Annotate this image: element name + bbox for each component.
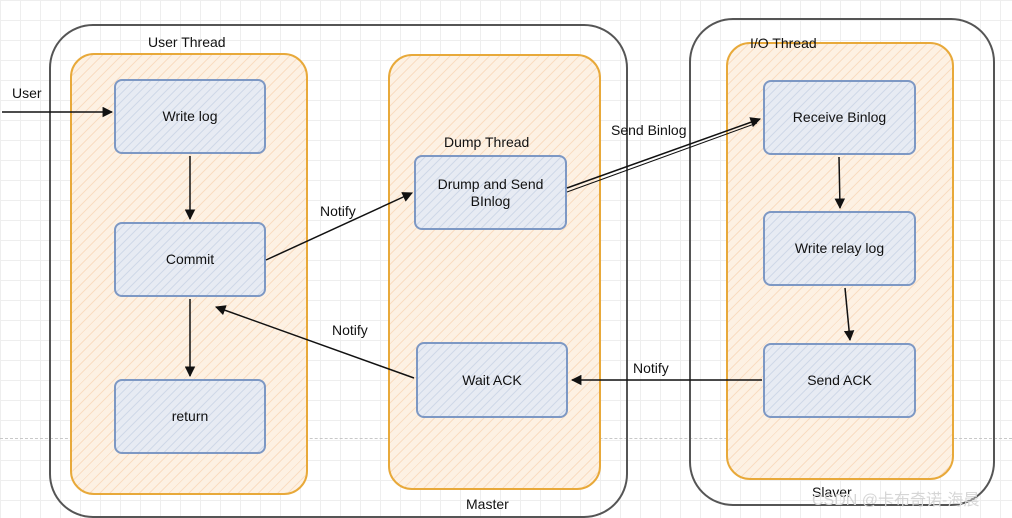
watermark-text: CSDN @卡布奇诺-海晨 — [812, 492, 980, 509]
notify-edge-label-1: Notify — [320, 203, 356, 219]
dump-to-receive-arrow — [566, 117, 761, 189]
dump-to-receive-arrow-sketch — [566, 122, 758, 193]
notify-edge-label-2: Notify — [332, 322, 368, 338]
master-label: Master — [466, 496, 509, 512]
io-thread-label: I/O Thread — [750, 35, 817, 51]
wait-ack-to-commit-arrow — [215, 305, 415, 379]
commit-to-dump-arrow — [265, 192, 413, 261]
relay-to-sendack-arrow — [843, 287, 855, 342]
send-binlog-edge-label: Send Binlog — [611, 122, 687, 138]
commit-node: Commit — [114, 222, 266, 297]
wait-ack-node: Wait ACK — [416, 342, 568, 418]
user-edge-label: User — [12, 85, 42, 101]
receive-to-relay-arrow — [834, 156, 846, 210]
receive-binlog-node: Receive Binlog — [763, 80, 916, 155]
slaver-group — [689, 18, 995, 506]
user-thread-label: User Thread — [148, 34, 226, 50]
return-node: return — [114, 379, 266, 454]
slaver-label: Slaver — [812, 484, 852, 500]
drump-and-send-binlog-node: Drump and Send BInlog — [414, 155, 567, 230]
write-relay-log-node: Write relay log — [763, 211, 916, 286]
notify-edge-label-3: Notify — [633, 360, 669, 376]
send-ack-node: Send ACK — [763, 343, 916, 418]
write-log-node: Write log — [114, 79, 266, 154]
dump-thread-label: Dump Thread — [444, 134, 530, 150]
